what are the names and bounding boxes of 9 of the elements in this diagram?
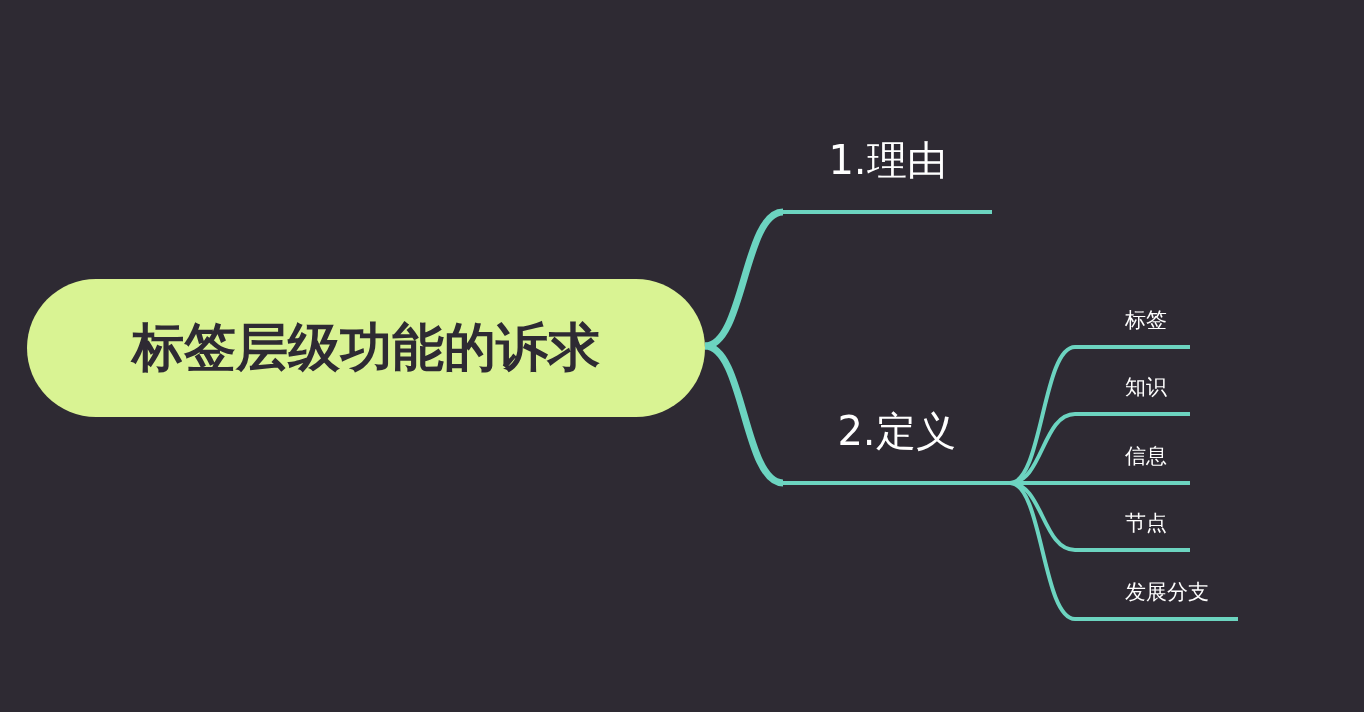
topic-node: 1.理由	[783, 130, 992, 214]
subtopic-node: 节点	[1075, 508, 1190, 552]
subtopic-node: 信息	[1075, 441, 1190, 485]
topic-node: 2.定义	[783, 401, 1010, 485]
central-topic-node: 标签层级功能的诉求	[27, 279, 705, 417]
subtopic-node: 标签	[1075, 305, 1190, 349]
subtopic-node: 知识	[1075, 372, 1190, 416]
connector-line	[704, 342, 784, 487]
subtopic-node: 发展分支	[1075, 577, 1238, 621]
